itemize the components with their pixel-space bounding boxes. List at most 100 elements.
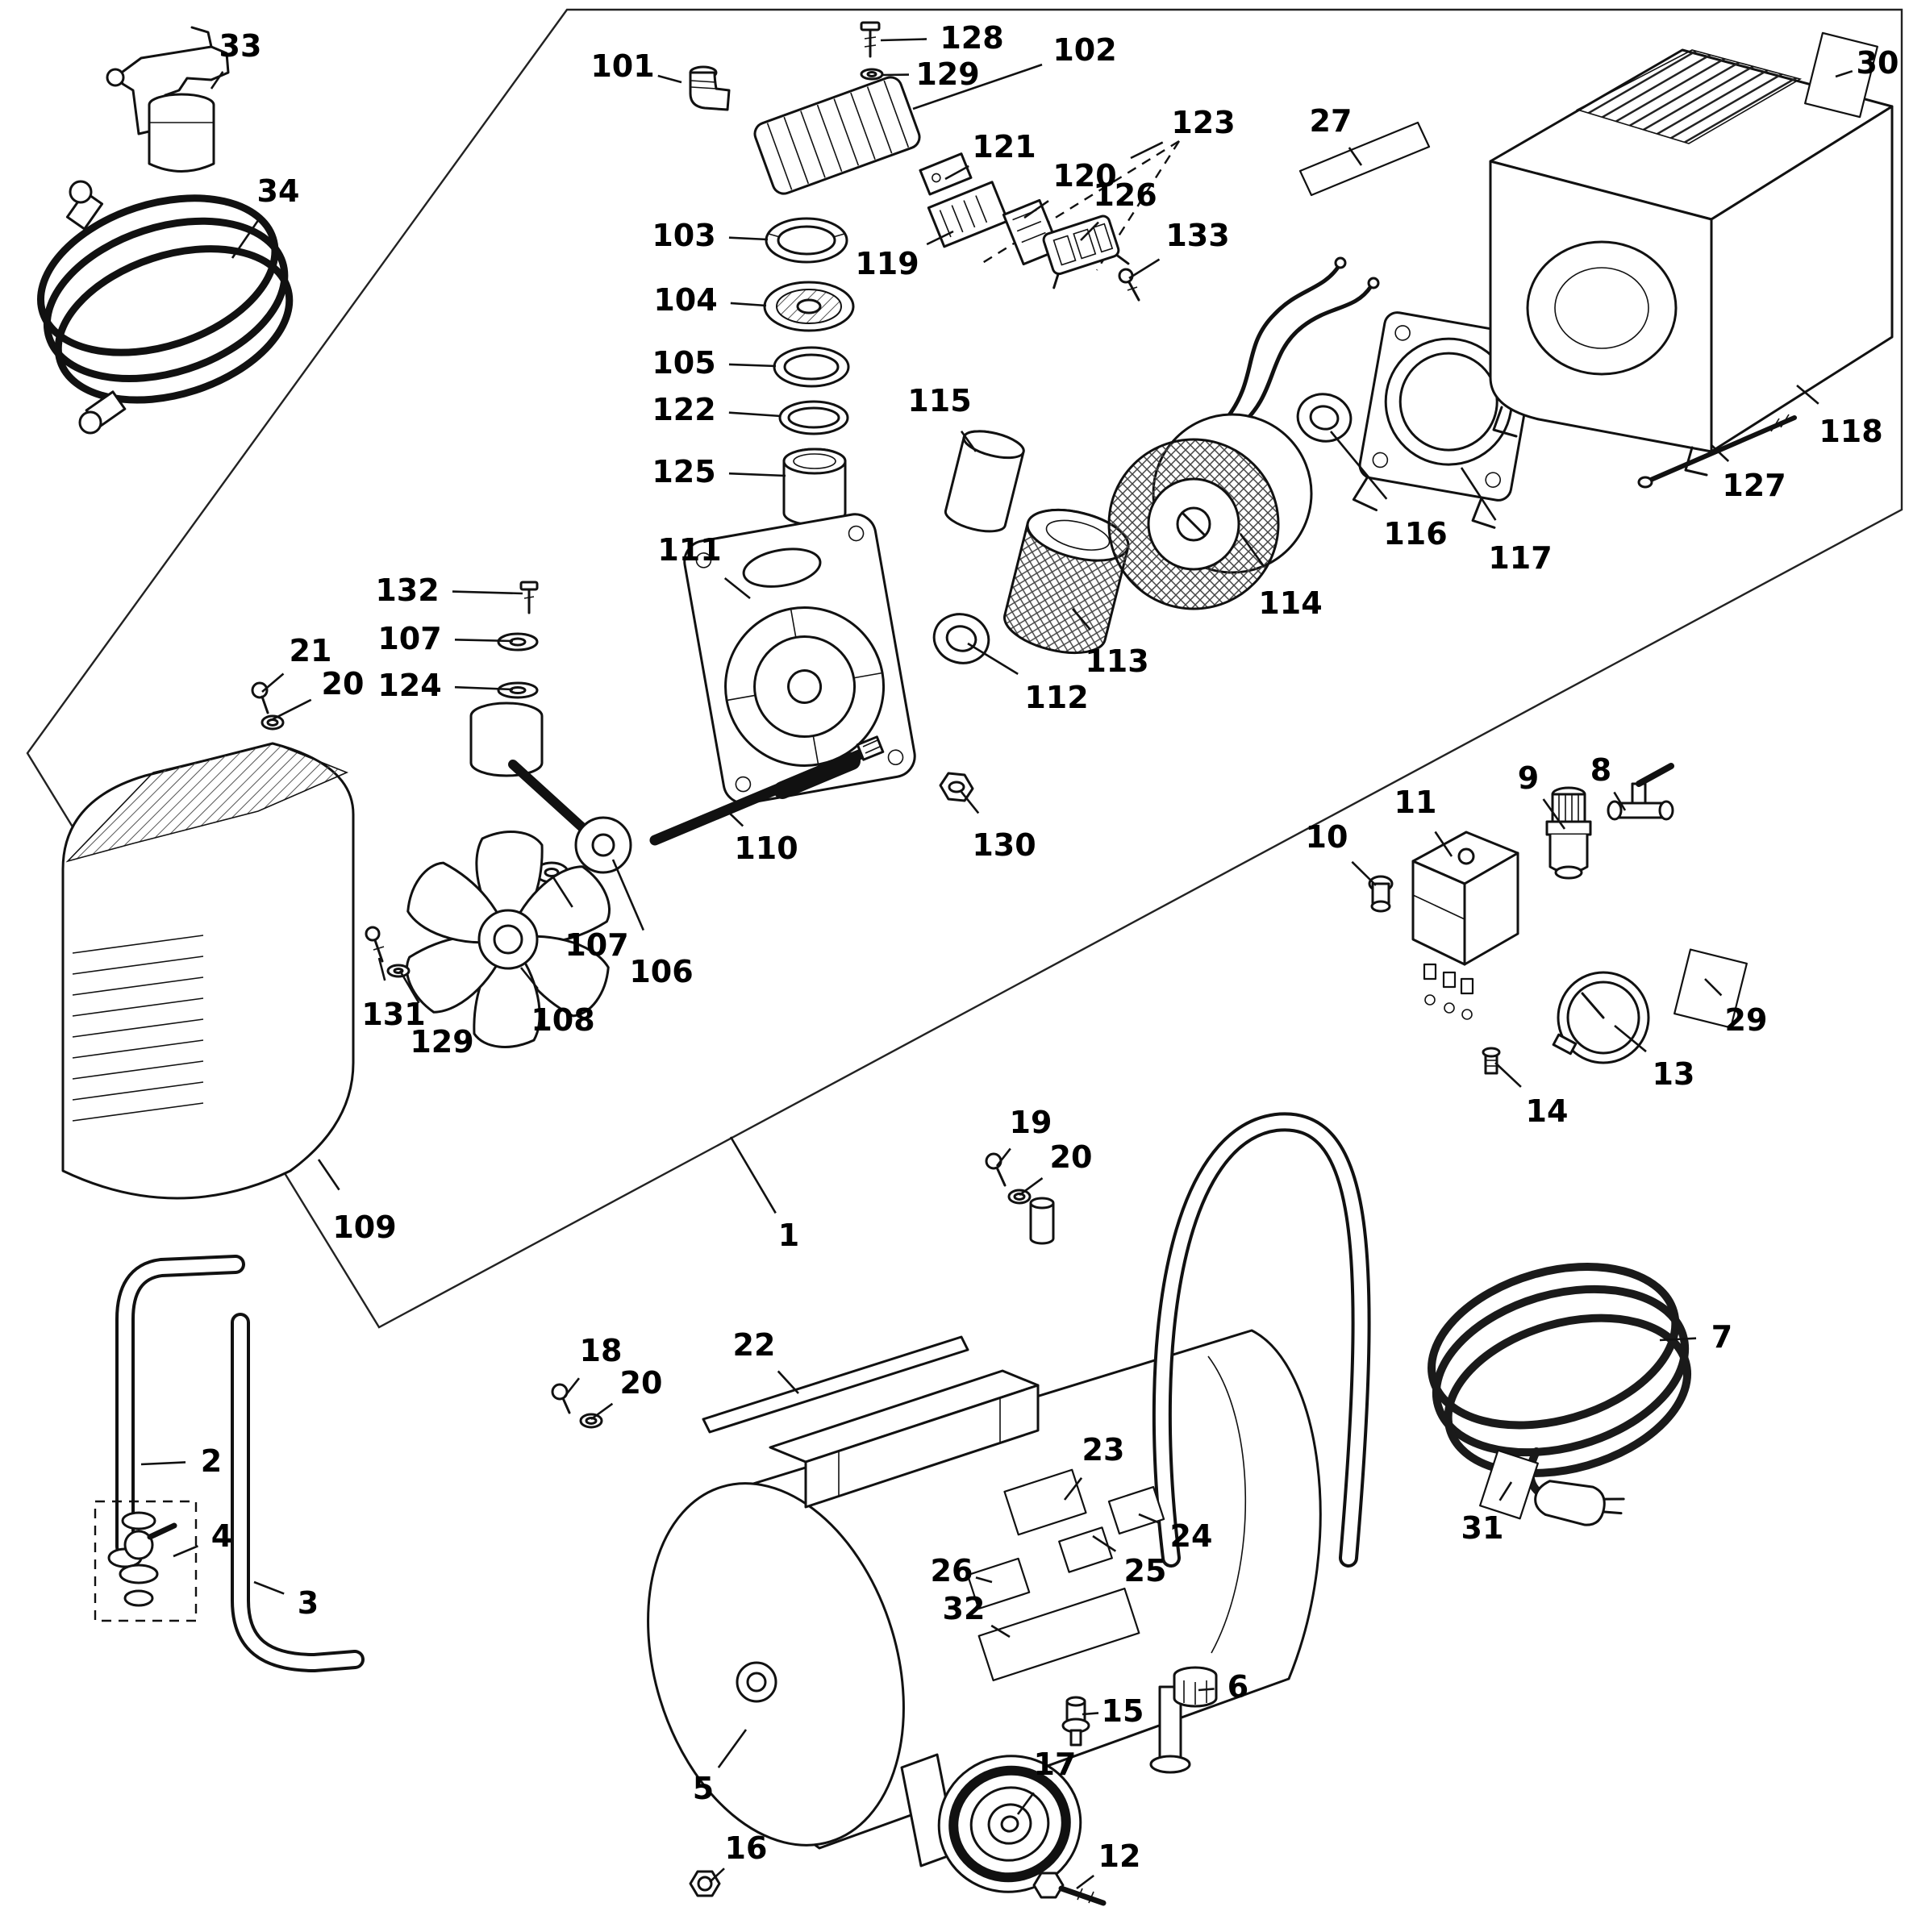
callout-18-52: 18	[580, 1333, 623, 1368]
leader-line-7-51	[1659, 1337, 1697, 1342]
callout-121-6: 121	[972, 129, 1036, 164]
screw-131	[365, 926, 385, 963]
callout-29-44: 29	[1725, 1002, 1768, 1038]
nut-130	[939, 772, 974, 802]
bearing-112	[932, 613, 990, 664]
piston-assembly	[469, 702, 598, 842]
leader-line-114-25	[1239, 533, 1265, 568]
leader-line-1-48	[729, 1136, 777, 1214]
leader-line-106-40	[611, 859, 645, 931]
leader-line-110-37	[727, 810, 744, 827]
capacitor-115	[944, 430, 1025, 533]
callout-120-10: 120	[1052, 158, 1116, 194]
callout-110-37: 110	[734, 831, 798, 866]
leader-line-121-6	[944, 164, 969, 181]
label-29	[1674, 948, 1748, 1029]
callout-5-66: 5	[693, 1771, 714, 1806]
callout-127-21: 127	[1722, 468, 1786, 503]
leader-line-14-46	[1494, 1062, 1522, 1088]
callout-4-61: 4	[211, 1518, 232, 1554]
callout-21-31: 21	[290, 633, 332, 668]
leader-line-123-7	[1130, 141, 1164, 160]
callout-15-65: 15	[1102, 1693, 1144, 1729]
screw-132	[519, 581, 539, 614]
leader-line-115-17	[960, 431, 977, 452]
callout-3-63: 3	[298, 1585, 319, 1621]
leader-line-8-34	[1613, 791, 1627, 811]
retainer-103	[765, 217, 848, 264]
callout-133-13: 133	[1165, 218, 1229, 253]
gasket-105	[773, 346, 850, 388]
callout-32-62: 32	[943, 1591, 986, 1626]
leader-line-20-54	[590, 1402, 614, 1421]
leader-line-119-14	[926, 230, 954, 246]
stator-113	[1003, 509, 1130, 655]
leader-line-22-53	[777, 1370, 799, 1394]
label-24	[1107, 1485, 1165, 1535]
leader-line-26-59	[975, 1576, 993, 1584]
eccentric-106	[574, 816, 632, 874]
leader-line-17-67	[1016, 1792, 1035, 1815]
drain-valve-4	[94, 1500, 198, 1622]
head-plate-121	[919, 152, 973, 196]
leader-line-116-22	[1329, 431, 1388, 500]
callout-114-25: 114	[1258, 585, 1322, 621]
leader-line-103-12	[728, 236, 769, 241]
callout-8-34: 8	[1590, 752, 1611, 788]
overload-protector-126	[1042, 214, 1130, 289]
leader-line-120-10	[1023, 200, 1049, 219]
leader-line-109-47	[317, 1159, 340, 1191]
regulator-9	[1545, 786, 1592, 880]
leader-line-130-38	[960, 791, 980, 814]
callout-23-56: 23	[1082, 1432, 1125, 1468]
rod-127	[1637, 414, 1797, 489]
shroud-118	[1489, 48, 1894, 477]
bolt-12	[1032, 1872, 1107, 1906]
label-23	[1003, 1468, 1087, 1536]
leader-line-20-32	[272, 698, 312, 721]
leader-line-2-55	[140, 1461, 186, 1466]
leader-line-107-27	[454, 639, 514, 643]
callout-107-27: 107	[377, 621, 441, 656]
callout-26-59: 26	[931, 1553, 973, 1588]
leader-line-13-45	[1614, 1024, 1647, 1053]
leader-line-15-65	[1082, 1712, 1099, 1716]
bearing-116	[1296, 393, 1353, 443]
leader-line-16-68	[709, 1867, 725, 1883]
cylinder-head-102	[753, 76, 921, 195]
leader-line-4-61	[173, 1545, 198, 1558]
handle-loop	[1152, 1112, 1371, 1568]
leader-line-33-0	[210, 71, 224, 90]
callout-104-15: 104	[653, 282, 717, 318]
callout-6-64: 6	[1228, 1669, 1248, 1705]
leader-line-21-31	[261, 672, 285, 693]
callout-20-50: 20	[1050, 1139, 1093, 1175]
spray-gun	[106, 26, 230, 173]
leader-line-105-16	[728, 363, 777, 368]
power-cord-7	[1428, 1263, 1692, 1477]
callout-12-69: 12	[1098, 1838, 1141, 1874]
wheel-17	[937, 1755, 1082, 1893]
leader-line-118-19	[1796, 385, 1819, 405]
callout-33-0: 33	[219, 28, 262, 64]
rotor-114	[1107, 413, 1313, 610]
callout-2-55: 2	[201, 1443, 222, 1479]
callout-131-41: 131	[361, 997, 425, 1032]
crankcase-111	[683, 513, 916, 805]
leader-line-127-21	[1711, 444, 1730, 462]
nut-16	[689, 1870, 721, 1897]
callout-129-42: 129	[410, 1024, 473, 1060]
callout-13-45: 13	[1653, 1056, 1695, 1092]
callout-34-1: 34	[257, 173, 300, 209]
washer-129	[860, 68, 884, 81]
callout-129-5: 129	[915, 56, 979, 92]
leader-line-102-4	[912, 63, 1043, 110]
callout-119-14: 119	[855, 246, 919, 281]
leader-line-30-9	[1835, 69, 1853, 78]
shroud-109	[61, 742, 355, 1200]
leader-line-3-63	[253, 1580, 285, 1595]
plug-6	[1173, 1666, 1218, 1708]
callout-123-7: 123	[1171, 105, 1235, 140]
leader-line-24-57	[1138, 1513, 1161, 1525]
leader-line-29-44	[1704, 978, 1723, 997]
